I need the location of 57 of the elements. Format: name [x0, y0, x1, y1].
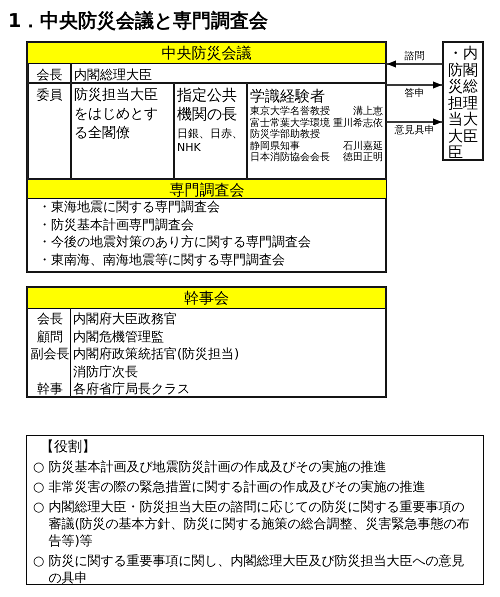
cell-heading: 防災担当大臣をはじめとする全閣僚 [74, 86, 159, 143]
table-cell [174, 83, 247, 179]
arrow [387, 81, 442, 89]
page-title: 1．中央防災会議と専門調査会 [8, 9, 268, 34]
affiliation-text: 日本消防協会会長 [250, 152, 330, 164]
council-box [26, 41, 387, 273]
affiliation-text: 富士常葉大学環境防災学部助教授 [250, 118, 330, 140]
affiliation-text: 東京大学名誉教授 [250, 106, 330, 118]
role-column [28, 308, 71, 397]
section-title: 専門調査会 [28, 179, 386, 199]
vertical-text: ・防災担当大臣 [448, 45, 463, 159]
edge-label: 諮問 [404, 51, 426, 63]
person-name: 重川希志依 [333, 118, 383, 130]
cell-heading: 指定公共機関の長 [177, 86, 238, 124]
role-label: 幹事 [36, 381, 64, 398]
arrow [387, 60, 442, 68]
member-text: 内閣府大臣政務官 [73, 311, 178, 328]
member-text: 各府省庁局長クラス [73, 381, 191, 398]
committee-item: ・東南海、南海地震等に関する専門調査会 [37, 252, 286, 269]
affiliation-text: 静岡県知事 [250, 140, 301, 152]
table-cell [247, 83, 386, 179]
council-title: 中央防災会議 [160, 43, 252, 63]
committee-item: ・防災基本計画専門調査会 [37, 216, 195, 234]
edge-label: 意見具申 [394, 125, 436, 137]
cell-heading: 学識経験者 [250, 86, 326, 106]
duty-item: ○ 防災基本計画及び地震防災計画の作成及びその実施の推進 [33, 459, 388, 476]
edge-label: 答申 [404, 88, 426, 100]
cell-note: 日銀、日赤、NHK [177, 127, 244, 155]
council-title: 幹事会 [183, 288, 230, 308]
member-text: 内閣府政策統括官(防災担当) [73, 346, 240, 363]
duty-item: ○ 内閣総理大臣・防災担当大臣の諮問に応じての防災に関する重要事項の審議(防災の基本方針、防災に関する施策の総合調整、災害緊急事態の布告等)等 [33, 499, 471, 550]
council-box [26, 286, 387, 398]
member-text: 内閣総理大臣 [74, 67, 153, 82]
role-label: 会長 [36, 67, 64, 82]
role-label: 副会長 [30, 346, 70, 363]
role-label: 顧問 [36, 328, 64, 346]
table-cell [28, 63, 71, 83]
table-cell [71, 63, 386, 83]
role-label: 会長 [36, 311, 64, 328]
person-name: 石川嘉延 [342, 140, 383, 152]
person-name: 徳田正明 [342, 152, 383, 164]
arrow [387, 118, 442, 126]
member-column [71, 308, 386, 397]
table-cell [28, 83, 71, 179]
vertical-text: 内閣総理大臣 [463, 45, 478, 146]
duty-item: ○ 非常災害の際の緊急措置に関する計画の作成及びその実施の推進 [33, 479, 426, 496]
duties-box [26, 435, 484, 585]
table-cell [71, 83, 174, 179]
committee-item: ・東海地震に関する専門調査会 [37, 199, 221, 216]
member-text: 内閣危機管理監 [73, 328, 165, 346]
person-name: 溝上恵 [352, 106, 383, 118]
role-label: 委員 [36, 87, 64, 104]
duty-item: ○ 防災に関する重要事項に関し、内閣総理大臣及び防災担当大臣への意見の具申 [33, 553, 466, 587]
section-title: 【役割】 [39, 439, 97, 456]
minister-box [442, 41, 484, 161]
committee-item: ・今後の地震対策のあり方に関する専門調査会 [37, 234, 312, 252]
member-text: 消防庁次長 [73, 364, 139, 380]
